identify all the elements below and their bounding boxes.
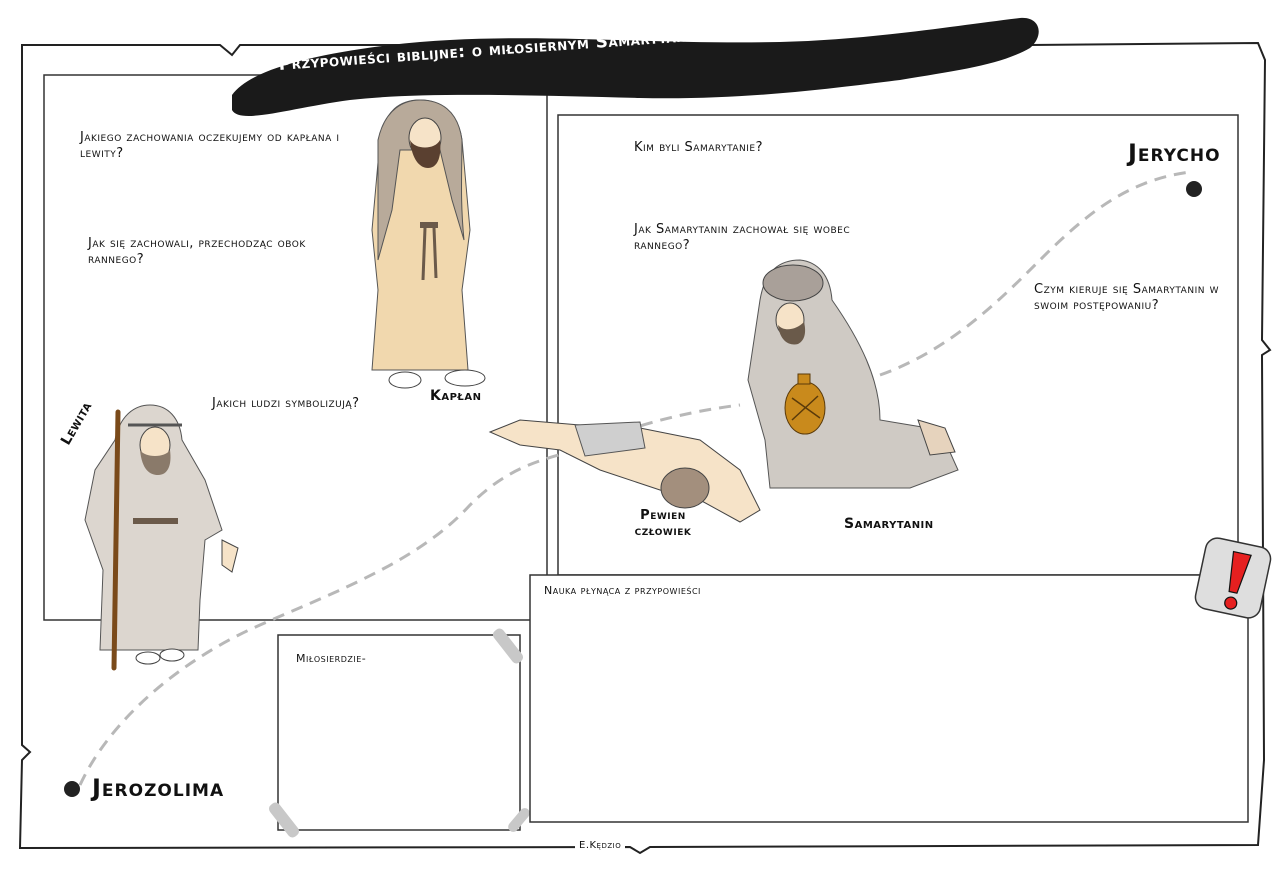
mercy-box-label: Miłosierdzie- (296, 652, 367, 665)
priest-figure (371, 99, 486, 389)
jerusalem-dot (64, 781, 80, 797)
wounded-man-figure (488, 419, 761, 523)
lesson-box-label: Nauka płynąca z przypowieści (544, 584, 701, 597)
levite-figure (84, 404, 239, 671)
jericho-dot (1186, 181, 1202, 197)
tape-top-right (492, 628, 524, 664)
author-signature: E.Kędzio (575, 840, 626, 853)
title-banner (232, 17, 1039, 116)
question-samaritan-motive: Czym kieruje się Samarytanin w swoim pos… (1034, 282, 1219, 314)
label-jerusalem: Jerozolima (92, 774, 225, 802)
alert-icon (1194, 537, 1272, 619)
question-expected-behavior: Jakiego zachowania oczekujemy od kapłana… (80, 130, 340, 162)
question-samaritan-behavior: Jak Samarytanin zachował się wobec ranne… (634, 222, 851, 254)
label-samaritan: Samarytanin (844, 516, 934, 532)
road-path (78, 170, 1191, 786)
tape-bottom-left (268, 802, 300, 838)
label-priest: Kapłan (430, 388, 482, 404)
lesson-box (529, 574, 1249, 823)
label-jericho: Jerycho (1128, 139, 1221, 167)
question-who-samaritans: Kim byli Samarytanie? (634, 140, 763, 155)
samaritan-figure (747, 259, 959, 489)
question-symbolize: Jakich ludzi symbolizują? (212, 396, 360, 411)
tape-bottom-right (508, 808, 530, 832)
question-how-behaved: Jak się zachowali, przechodząc obok rann… (88, 236, 306, 268)
mercy-box (277, 634, 521, 831)
right-panel (557, 114, 1239, 576)
label-wounded-man: Pewien człowiek (634, 508, 692, 540)
